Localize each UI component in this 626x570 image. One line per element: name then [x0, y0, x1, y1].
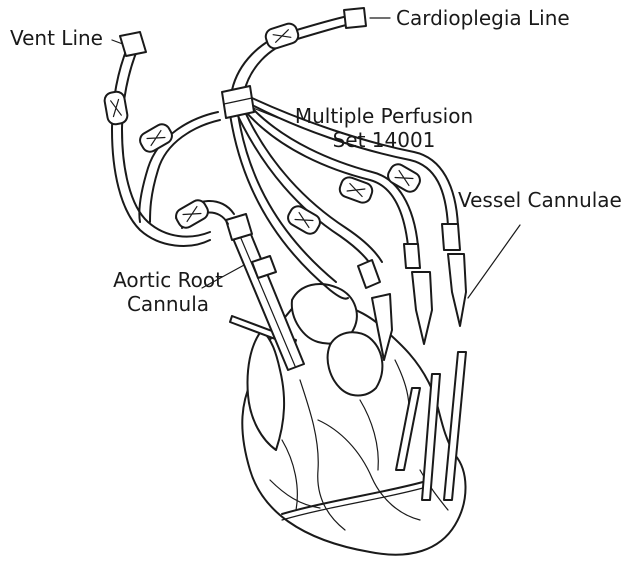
clamp-perfusion-1: [285, 203, 323, 236]
connector-1: [358, 260, 380, 288]
clamp-cardioplegia: [264, 22, 301, 51]
label-multiple-perfusion-line1: Multiple Perfusion: [284, 104, 484, 128]
junction-block: [222, 86, 254, 118]
label-vent-line: Vent Line: [10, 26, 103, 50]
clamp-perfusion-3: [385, 161, 423, 194]
cannula-tip-3: [448, 254, 466, 326]
connector-3: [442, 224, 460, 250]
connector-cardioplegia: [344, 8, 366, 28]
label-cardioplegia-line: Cardioplegia Line: [396, 6, 570, 30]
clamp-aortic-supply: [173, 197, 211, 230]
label-vessel-cannulae: Vessel Cannulae: [458, 188, 622, 212]
connector-vent: [120, 32, 146, 56]
cannula-tip-2: [412, 272, 432, 344]
label-multiple-perfusion: Multiple Perfusion Set 14001: [284, 104, 484, 152]
label-aortic-root-line2: Cannula: [98, 292, 238, 316]
leader-vessel-cannulae: [468, 225, 520, 298]
connector-2: [404, 244, 420, 268]
vessel-cannulae-tips: [372, 254, 466, 360]
label-aortic-root-cannula: Aortic Root Cannula: [98, 268, 238, 316]
label-multiple-perfusion-line2: Set 14001: [284, 128, 484, 152]
label-aortic-root-line1: Aortic Root: [98, 268, 238, 292]
aortic-cannula-cap: [226, 214, 252, 240]
